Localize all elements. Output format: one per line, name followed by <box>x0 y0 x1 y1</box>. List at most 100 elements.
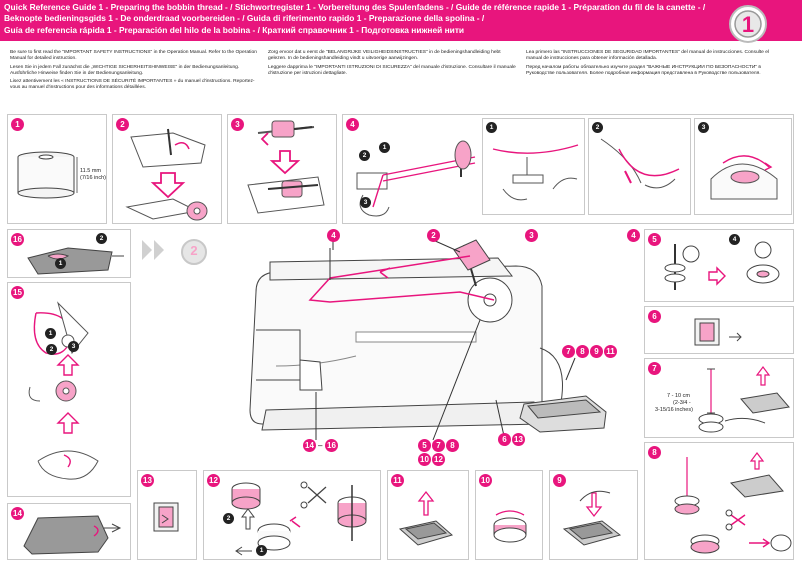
step-badge: 15 <box>11 286 24 299</box>
panel-step-15: 15 1 2 3 <box>7 282 131 497</box>
sub-step-badge: 2 <box>592 122 603 133</box>
spool-pin-drawing <box>125 128 208 221</box>
next-guide-number: 2 <box>190 243 198 258</box>
bobbin-size-mm: 11.5 mm <box>80 168 101 174</box>
machine-callout-6-13: 6 13 <box>498 433 528 446</box>
thread-guide-drawing <box>356 140 476 217</box>
header-bar: Quick Reference Guide 1 - Preparing the … <box>0 0 802 41</box>
callout-1: 1 <box>379 142 390 153</box>
callout-16: 16 <box>325 439 338 452</box>
intro-text: Lisez attentivement les « INSTRUCTIONS D… <box>10 79 255 91</box>
panel-step-6: 6 <box>644 306 794 354</box>
title-line-3: Guía de referencia rápida 1 - Preparació… <box>4 24 465 35</box>
step-badge: 13 <box>141 474 154 487</box>
machine-callout-5-7-8: 5 7 8 <box>418 439 463 452</box>
machine-callout-2: 2 <box>427 229 440 242</box>
intro-text: Lesen Sie in jedem Fall zunächst die „WI… <box>10 64 240 76</box>
callout-dash: – <box>318 441 323 450</box>
intro-column-3: Lea primero las "INSTRUCCIONES DE SEGURI… <box>526 50 776 79</box>
sub-step-badge: 3 <box>698 122 709 133</box>
callout-13: 13 <box>512 433 525 446</box>
panel-step-9: 9 <box>549 470 638 560</box>
callout-12: 12 <box>432 453 445 466</box>
step-badge: 11 <box>391 474 404 487</box>
bobbin-size-inch: (7/16 inch) <box>80 175 106 181</box>
step-badge: 7 <box>648 362 661 375</box>
step-badge: 3 <box>231 118 244 131</box>
intro-text: Be sure to first read the "IMPORTANT SAF… <box>10 50 257 62</box>
panel-step-3: 3 <box>227 114 337 224</box>
sub-4-badge: 4 <box>729 234 740 245</box>
guide-title: Quick Reference Guide 1 - Preparing the … <box>4 2 706 36</box>
thread-length-in-1: (2-3/4 - <box>673 400 691 406</box>
intro-column-1: Be sure to first read the "IMPORTANT SAF… <box>10 50 260 94</box>
title-line-2: Beknopte bedieningsgids 1 - De onderdraa… <box>4 13 485 24</box>
callout-6: 6 <box>498 433 511 446</box>
callout-1: 1 <box>256 545 267 556</box>
panel-step-14: 14 <box>7 503 131 560</box>
step-badge: 8 <box>648 446 661 459</box>
panel-step-1: 1 11.5 mm (7/16 inch) <box>7 114 107 224</box>
sub-panel-2: 2 <box>588 118 691 215</box>
panel-step-16: 16 1 2 <box>7 229 131 278</box>
sub-panel-1: 1 <box>482 118 585 215</box>
machine-callout-4b: 4 <box>627 229 640 242</box>
step-badge: 1 <box>11 118 24 131</box>
callout-8: 8 <box>446 439 459 452</box>
callout-7: 7 <box>432 439 445 452</box>
panel-step-10: 10 <box>475 470 543 560</box>
callout-14: 14 <box>303 439 316 452</box>
callout-7: 7 <box>562 345 575 358</box>
callout-2: 2 <box>359 150 370 161</box>
callout-3: 3 <box>360 197 371 208</box>
intro-text: Leggere dapprima le "IMPORTANTI ISTRUZIO… <box>268 64 516 76</box>
intro-column-2: Zorg ervoor dat u eerst de "BELANGRIJKE … <box>268 50 518 79</box>
machine-callout-3: 3 <box>525 229 538 242</box>
callout-2: 2 <box>46 344 57 355</box>
thread-length-in-2: 3-15/16 inches) <box>655 407 693 413</box>
panel-step-12: 12 2 1 <box>203 470 381 560</box>
callout-2: 2 <box>223 513 234 524</box>
panel-step-13: 13 <box>137 470 197 560</box>
machine-callout-7-8-9-11: 7 8 9 11 <box>562 345 620 358</box>
step-badge: 12 <box>207 474 220 487</box>
panel-step-11: 11 <box>387 470 469 560</box>
panel-step-8: 8 <box>644 442 794 560</box>
title-line-1: Quick Reference Guide 1 - Preparing the … <box>4 2 706 12</box>
callout-3: 3 <box>68 341 79 352</box>
intro-text: Перед началом работы обязательно изучите… <box>526 64 762 76</box>
svg-text:1: 1 <box>742 12 754 37</box>
step-badge: 4 <box>346 118 359 131</box>
panel-step-4: 4 2 1 3 1 2 3 <box>342 114 794 224</box>
thread-length-cm: 7 - 10 cm <box>667 393 690 399</box>
step-badge: 16 <box>11 233 24 246</box>
intro-text: Zorg ervoor dat u eerst de "BELANGRIJKE … <box>268 50 501 62</box>
intro-text: Lea primero las "INSTRUCCIONES DE SEGURI… <box>526 50 770 62</box>
panel-step-7: 7 7 - 10 cm (2-3/4 - 3-15/16 inches) <box>644 358 794 438</box>
callout-1: 1 <box>55 258 66 269</box>
callout-2: 2 <box>96 233 107 244</box>
sub-step-badge: 1 <box>486 122 497 133</box>
callout-10: 10 <box>418 453 431 466</box>
step-badge: 9 <box>553 474 566 487</box>
callout-9: 9 <box>590 345 603 358</box>
sub-panel-3: 3 <box>694 118 792 215</box>
step-badge: 10 <box>479 474 492 487</box>
step-badge: 14 <box>11 507 24 520</box>
panel-step-5: 5 4 <box>644 229 794 302</box>
bobbin-drawing <box>17 151 78 199</box>
callout-1: 1 <box>45 328 56 339</box>
callout-11: 11 <box>604 345 617 358</box>
panel-step-2: 2 <box>112 114 222 224</box>
machine-callout-10-12: 10 12 <box>418 453 448 466</box>
machine-callout-4: 4 <box>327 229 340 242</box>
step-badge: 6 <box>648 310 661 323</box>
spool-cap-drawing <box>247 120 325 214</box>
step-badge: 2 <box>116 118 129 131</box>
step-badge: 5 <box>648 233 661 246</box>
callout-8: 8 <box>576 345 589 358</box>
callout-5: 5 <box>418 439 431 452</box>
guide-number-logo: 1 <box>726 4 772 44</box>
